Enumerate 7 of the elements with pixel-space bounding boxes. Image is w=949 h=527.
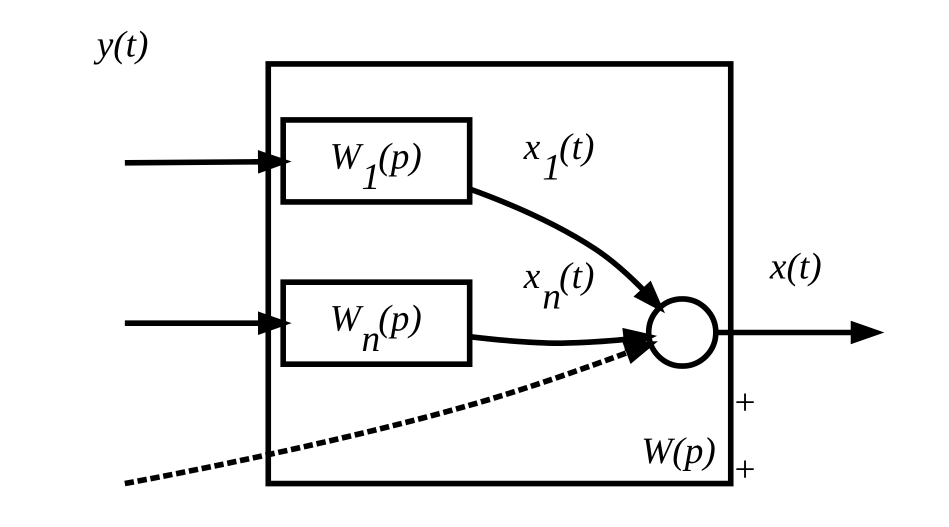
arrow — [124, 150, 292, 174]
node-label: + — [734, 450, 756, 491]
label: y(t) — [96, 24, 148, 66]
node-label: + — [734, 382, 756, 424]
arrow — [124, 311, 292, 335]
node-circle — [645, 296, 718, 369]
edge-label: x(t) — [769, 246, 822, 288]
